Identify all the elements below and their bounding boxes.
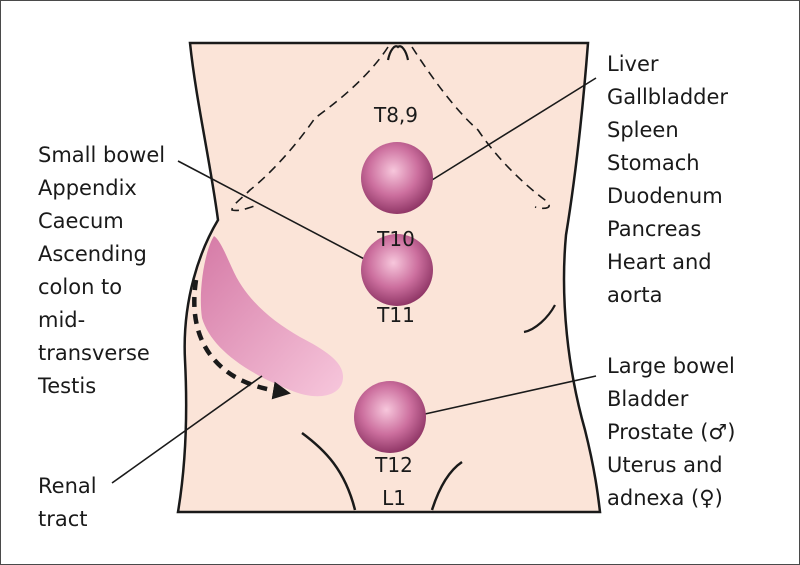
midgut-label-line: colon to — [38, 275, 122, 299]
renal-radiation-arrow — [192, 279, 291, 400]
renal-organ-list: Renal tract — [38, 474, 97, 531]
midgut-label-line: mid- — [38, 308, 85, 332]
hindgut-sphere — [354, 381, 426, 453]
hindgut-label-line: Prostate (♂) — [607, 420, 735, 444]
foregut-label-line: Pancreas — [607, 217, 701, 241]
flank-mark — [523, 304, 556, 334]
renal-label-line: Renal — [38, 474, 97, 498]
midgut-label-line: Appendix — [38, 176, 137, 200]
foregut-label-line: Heart and — [607, 250, 712, 274]
leader-line-renal — [111, 375, 263, 484]
renal-tract-area — [200, 236, 344, 397]
leader-line-foregut — [431, 77, 597, 181]
groin-line-left — [301, 431, 357, 511]
level-label-lower-top: T12 — [374, 453, 413, 477]
level-label-upper: T8,9 — [373, 103, 418, 127]
hindgut-label-line: Bladder — [607, 387, 689, 411]
level-label-middle-top: T10 — [376, 227, 415, 251]
rib-cage-outline — [231, 46, 389, 212]
midgut-label-line: Caecum — [38, 209, 124, 233]
hindgut-label-line: Large bowel — [607, 354, 735, 378]
midgut-label-line: transverse — [38, 341, 150, 365]
groin-line-right — [430, 460, 463, 511]
foregut-label-line: Spleen — [607, 118, 679, 142]
hindgut-label-line: adnexa (♀) — [607, 486, 723, 510]
midgut-label-line: Testis — [37, 374, 96, 398]
level-label-lower-bottom: L1 — [382, 486, 406, 510]
leader-line-midgut — [177, 160, 371, 263]
renal-label-line: tract — [38, 507, 88, 531]
level-label-middle-bottom: T11 — [376, 303, 415, 327]
midgut-label-line: Ascending — [38, 242, 147, 266]
midgut-sphere — [361, 234, 433, 306]
hindgut-label-line: Uterus and — [607, 453, 723, 477]
foregut-sphere — [361, 142, 433, 214]
leader-line-hindgut — [424, 375, 597, 415]
rib-cage-outline-right — [411, 46, 550, 210]
foregut-label-line: aorta — [607, 283, 662, 307]
foregut-label-line: Stomach — [607, 151, 700, 175]
foregut-label-line: Liver — [607, 52, 659, 76]
midgut-label-line: Small bowel — [38, 143, 165, 167]
foregut-label-line: Duodenum — [607, 184, 723, 208]
sternal-notch — [386, 45, 410, 61]
foregut-label-line: Gallbladder — [607, 85, 728, 109]
foregut-organ-list: LiverGallbladderSpleenStomachDuodenumPan… — [607, 52, 728, 307]
